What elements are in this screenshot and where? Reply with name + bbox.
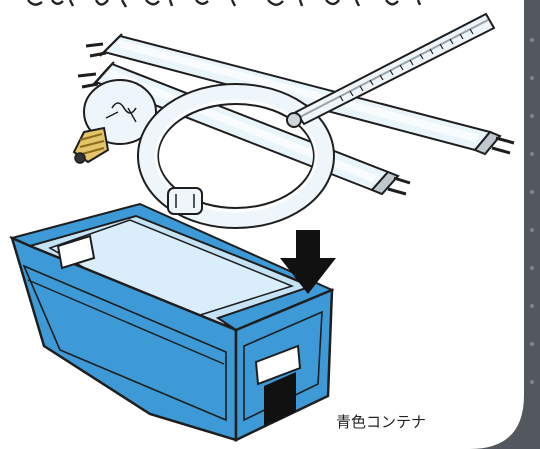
top-cropped-text bbox=[27, 0, 422, 8]
thermometer-icon bbox=[286, 12, 496, 128]
container-label: 青色コンテナ bbox=[336, 413, 427, 431]
blue-container-icon bbox=[9, 202, 335, 442]
light-bulb-icon bbox=[72, 79, 157, 164]
side-panel bbox=[470, 0, 540, 449]
down-arrow-icon bbox=[280, 230, 336, 294]
circular-fluorescent-lamp-icon bbox=[137, 83, 335, 229]
fluorescent-tube-icon bbox=[85, 33, 515, 156]
